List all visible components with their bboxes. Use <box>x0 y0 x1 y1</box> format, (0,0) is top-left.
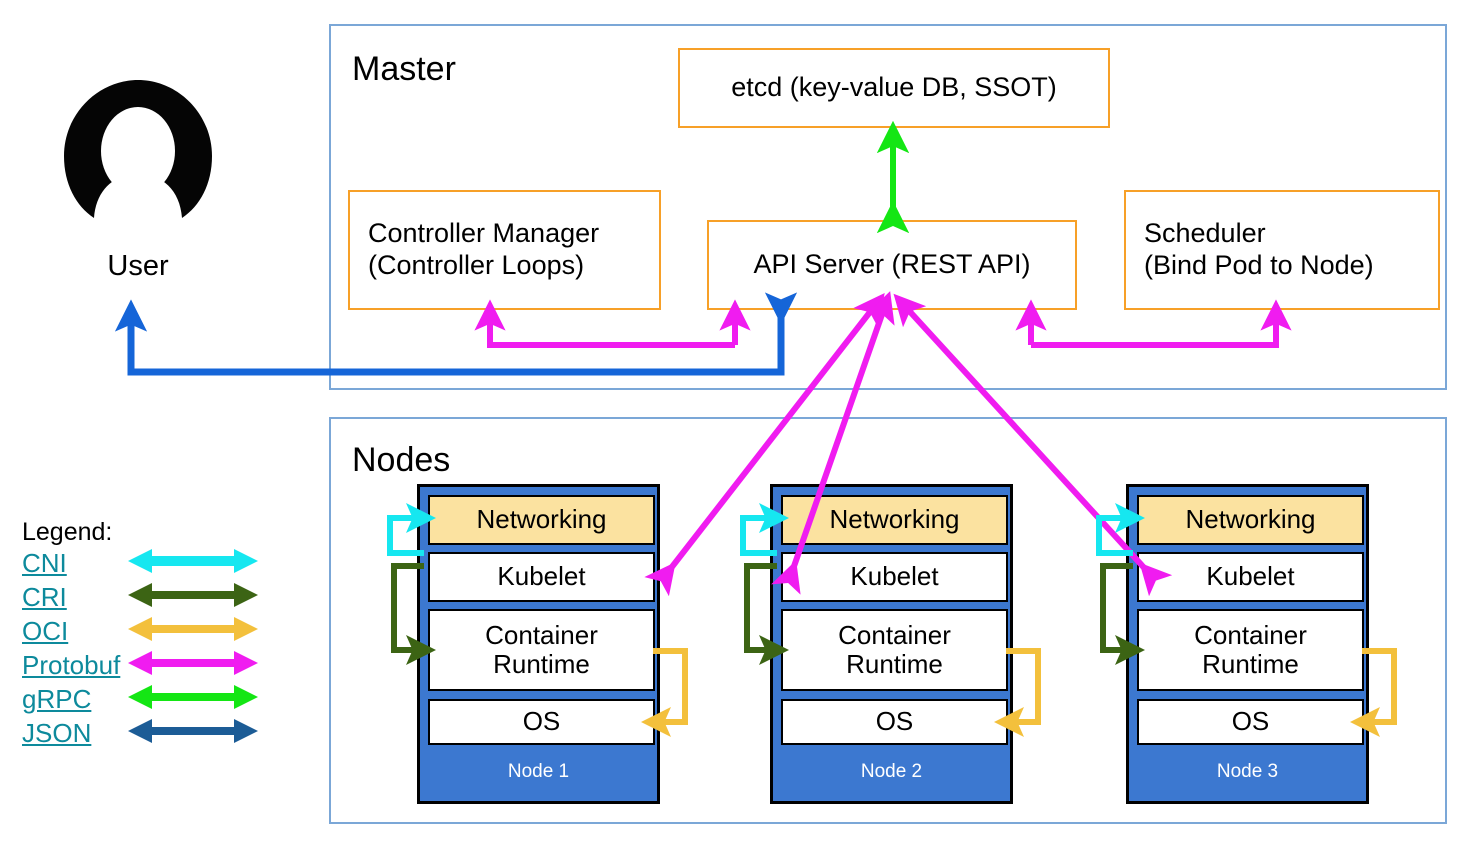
node-box-3[interactable]: Networking Kubelet Container Runtime OS … <box>1126 484 1369 804</box>
legend-item-protobuf[interactable]: Protobuf <box>22 650 121 680</box>
component-controller-manager-line2: (Controller Loops) <box>368 250 585 280</box>
component-scheduler-line1: Scheduler <box>1144 218 1266 249</box>
node-3-layer-networking[interactable]: Networking <box>1137 495 1364 545</box>
legend-arrow-cni <box>128 549 258 573</box>
legend-arrow-json <box>128 719 258 743</box>
legend-item-cri[interactable]: CRI <box>22 582 67 612</box>
node-1-name: Node 1 <box>507 761 570 782</box>
legend-item-oci[interactable]: OCI <box>22 616 69 646</box>
component-controller-manager[interactable]: Controller Manager (Controller Loops) <box>348 190 661 310</box>
node-1-os-label: OS <box>522 706 561 737</box>
component-api-server[interactable]: API Server (REST API) <box>707 220 1077 310</box>
legend-item-json[interactable]: JSON <box>22 718 92 748</box>
node-1-layer-container-runtime[interactable]: Container Runtime <box>428 609 655 691</box>
node-3-container-runtime-line2: Runtime <box>1202 649 1299 679</box>
node-3-kubelet-label: Kubelet <box>1206 561 1295 592</box>
node-1-layer-kubelet[interactable]: Kubelet <box>428 552 655 602</box>
legend-arrow-grpc <box>128 685 258 709</box>
user-avatar-icon <box>64 80 212 218</box>
component-etcd-label: etcd (key-value DB, SSOT) <box>731 72 1057 103</box>
node-2-layer-os[interactable]: OS <box>781 699 1008 745</box>
component-scheduler[interactable]: Scheduler (Bind Pod to Node) <box>1124 190 1440 310</box>
node-2-os-label: OS <box>875 706 914 737</box>
legend-arrow-protobuf <box>128 651 258 675</box>
node-2-name: Node 2 <box>860 761 923 782</box>
node-box-1[interactable]: Networking Kubelet Container Runtime OS … <box>417 484 660 804</box>
node-2-container-runtime-line2: Runtime <box>846 649 943 679</box>
component-api-server-label: API Server (REST API) <box>753 249 1031 280</box>
node-2-container-runtime-line1: Container <box>838 619 951 650</box>
node-2-networking-label: Networking <box>829 504 960 535</box>
user-figure <box>62 78 214 228</box>
node-1-container-runtime-line2: Runtime <box>493 649 590 679</box>
node-2-kubelet-label: Kubelet <box>850 561 939 592</box>
node-3-layer-kubelet[interactable]: Kubelet <box>1137 552 1364 602</box>
node-1-networking-label: Networking <box>476 504 607 535</box>
component-scheduler-line2: (Bind Pod to Node) <box>1144 250 1374 280</box>
legend-title: Legend: <box>22 518 113 546</box>
legend-arrow-cri <box>128 583 258 607</box>
user-label: User <box>107 250 169 282</box>
node-3-layer-os[interactable]: OS <box>1137 699 1364 745</box>
nodes-group-title: Nodes <box>352 441 451 479</box>
node-1-layer-networking[interactable]: Networking <box>428 495 655 545</box>
component-etcd[interactable]: etcd (key-value DB, SSOT) <box>678 48 1110 128</box>
master-group-title: Master <box>352 50 456 88</box>
legend-item-grpc[interactable]: gRPC <box>22 684 92 714</box>
node-3-name: Node 3 <box>1216 761 1279 782</box>
node-3-networking-label: Networking <box>1185 504 1316 535</box>
node-2-layer-networking[interactable]: Networking <box>781 495 1008 545</box>
node-3-layer-container-runtime[interactable]: Container Runtime <box>1137 609 1364 691</box>
legend-arrow-oci <box>128 617 258 641</box>
node-1-kubelet-label: Kubelet <box>497 561 586 592</box>
node-1-container-runtime-line1: Container <box>485 619 598 650</box>
component-controller-manager-line1: Controller Manager <box>368 218 600 249</box>
node-1-layer-os[interactable]: OS <box>428 699 655 745</box>
node-3-os-label: OS <box>1231 706 1270 737</box>
legend-item-cni[interactable]: CNI <box>22 548 67 578</box>
node-box-2[interactable]: Networking Kubelet Container Runtime OS … <box>770 484 1013 804</box>
node-2-layer-kubelet[interactable]: Kubelet <box>781 552 1008 602</box>
node-3-container-runtime-line1: Container <box>1194 619 1307 650</box>
node-2-layer-container-runtime[interactable]: Container Runtime <box>781 609 1008 691</box>
